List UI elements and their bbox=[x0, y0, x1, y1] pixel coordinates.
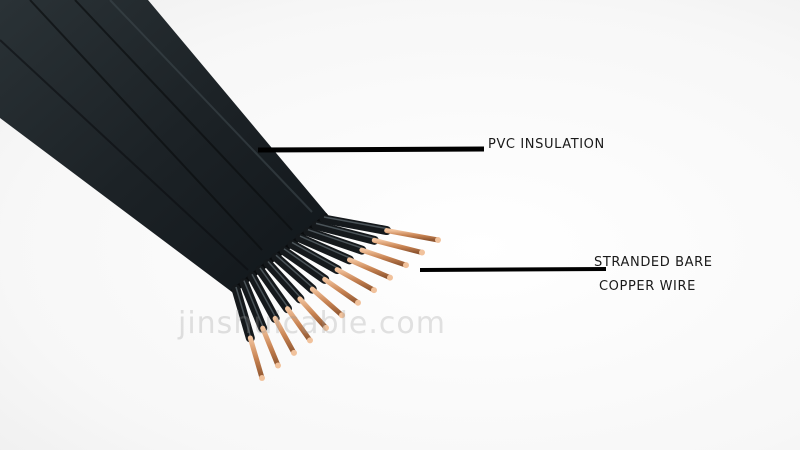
copper-strand bbox=[285, 306, 313, 343]
conductor-highlight bbox=[275, 254, 313, 288]
conductor-insulation bbox=[263, 259, 305, 304]
copper-strand-tip bbox=[419, 249, 425, 256]
conductor-highlight bbox=[323, 216, 387, 230]
conductor-insulation bbox=[279, 246, 330, 284]
copper-strand-tip bbox=[355, 299, 361, 306]
conductor-insulation bbox=[303, 227, 367, 255]
copper-leader-line bbox=[419, 267, 607, 272]
conductor-highlight bbox=[291, 241, 338, 269]
jacket-cut-edge bbox=[230, 213, 330, 294]
copper-strand-tip bbox=[387, 274, 393, 281]
copper-strand bbox=[347, 257, 393, 281]
jacket-groove bbox=[0, 39, 249, 271]
copper-strand bbox=[260, 325, 281, 368]
conductor-highlight bbox=[267, 261, 301, 298]
conductor-highlight bbox=[307, 229, 363, 249]
copper-strand bbox=[297, 296, 329, 331]
jacket-groove bbox=[74, 0, 293, 231]
pvc-leader-line bbox=[257, 146, 485, 153]
conductor-insulation bbox=[271, 252, 317, 294]
watermark-text: jinshuicable.com bbox=[178, 306, 446, 341]
conductor-highlight bbox=[251, 273, 276, 317]
conductor-highlight bbox=[315, 222, 375, 240]
copper-strand bbox=[359, 247, 409, 268]
conductor-insulation bbox=[239, 278, 268, 333]
conductor-highlight bbox=[259, 267, 289, 308]
copper-strand bbox=[371, 237, 425, 256]
conductors-group bbox=[231, 214, 441, 381]
copper-strand-tip bbox=[371, 287, 377, 294]
copper-strand bbox=[322, 276, 361, 306]
copper-strand bbox=[247, 335, 265, 381]
conductor-highlight bbox=[283, 248, 326, 278]
conductor-insulation bbox=[319, 214, 392, 236]
copper-strand-tip bbox=[291, 349, 297, 356]
copper-strand-tip bbox=[339, 312, 345, 319]
conductor-insulation bbox=[255, 265, 292, 314]
jacket-groove bbox=[29, 0, 263, 251]
copper-wire-label-line-1: STRANDED BARE bbox=[594, 255, 713, 270]
conductor-highlight bbox=[299, 235, 350, 259]
conductor-insulation bbox=[247, 271, 280, 323]
pvc-insulation-label: PVC INSULATION bbox=[488, 137, 605, 152]
jacket-highlight bbox=[109, 0, 313, 213]
copper-strand bbox=[309, 286, 345, 318]
conductor-highlight bbox=[235, 286, 252, 337]
copper-strand-tip bbox=[307, 337, 313, 344]
cable-jacket bbox=[0, 0, 328, 292]
copper-strand-tip bbox=[403, 262, 409, 269]
conductor-insulation bbox=[311, 220, 379, 245]
conductor-insulation bbox=[287, 239, 342, 275]
copper-strand-tip bbox=[323, 324, 329, 331]
copper-strand bbox=[272, 315, 297, 356]
copper-wire-label-line-2: COPPER WIRE bbox=[599, 279, 696, 294]
conductor-insulation bbox=[295, 233, 354, 265]
conductor-highlight bbox=[243, 280, 264, 327]
copper-strand bbox=[384, 228, 441, 243]
copper-strand-tip bbox=[259, 375, 265, 381]
copper-strand bbox=[334, 267, 377, 293]
copper-strand-tip bbox=[275, 362, 281, 369]
copper-strand-tip bbox=[435, 237, 441, 243]
